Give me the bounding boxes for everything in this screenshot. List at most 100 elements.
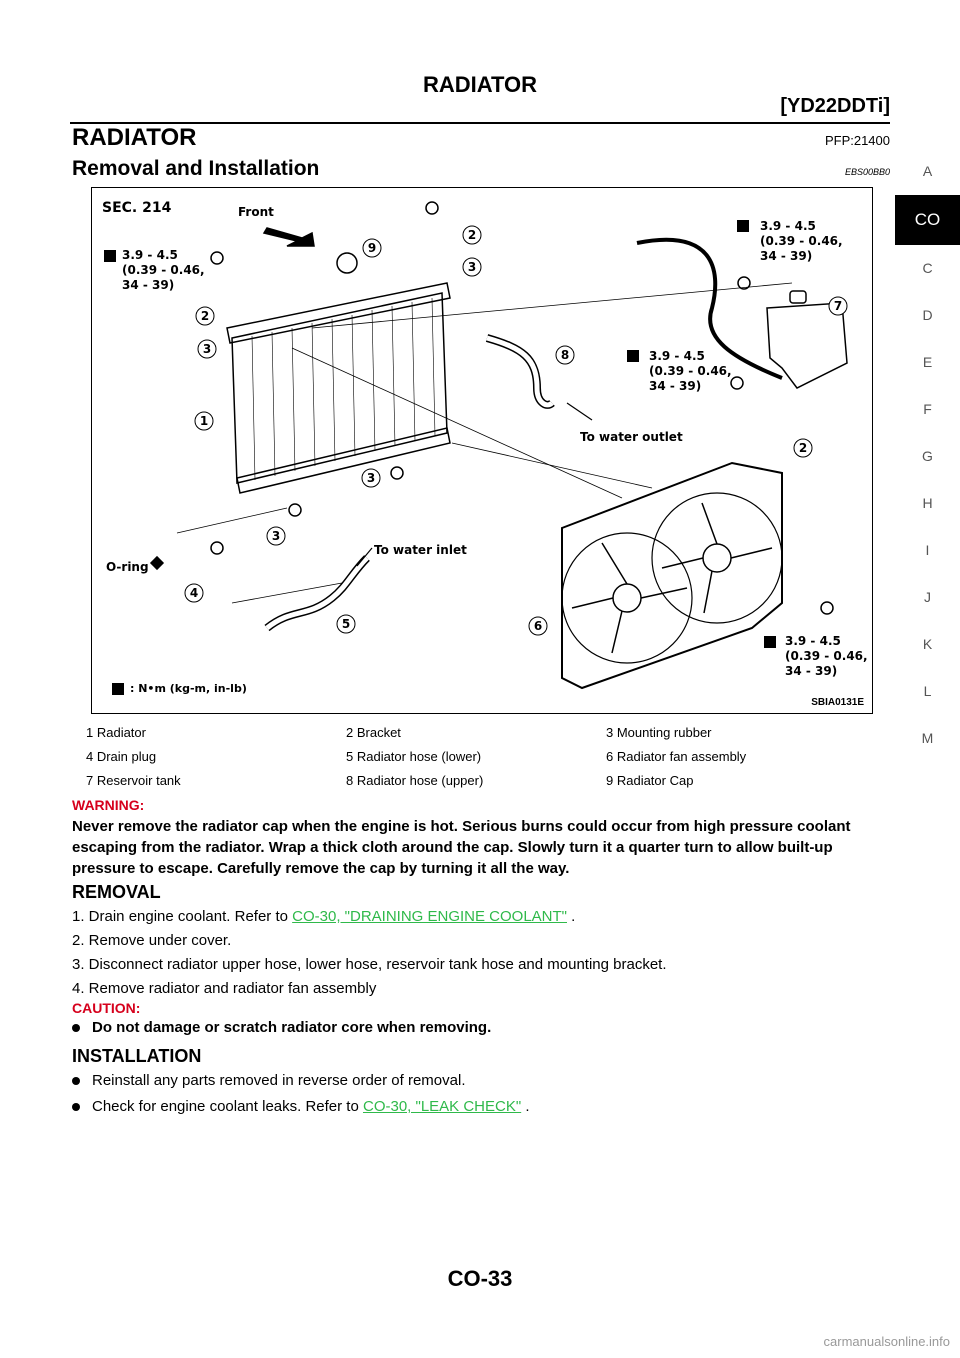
removal-heading: REMOVAL bbox=[72, 882, 161, 902]
side-tab-g[interactable]: G bbox=[922, 448, 933, 464]
callout-3a-label: 3 bbox=[203, 342, 211, 356]
callout-7: 7 bbox=[828, 296, 848, 316]
callout-6-label: 6 bbox=[534, 619, 542, 633]
torque-spec-middle: 3.9 - 4.5(0.39 - 0.46,34 - 39) bbox=[649, 349, 732, 393]
legend-item: 7 Reservoir tank bbox=[86, 773, 181, 788]
installation-item-1: Reinstall any parts removed in reverse o… bbox=[72, 1072, 466, 1089]
side-tab-h[interactable]: H bbox=[922, 495, 933, 511]
front-label: Front bbox=[238, 205, 274, 219]
side-tab-j[interactable]: J bbox=[924, 589, 931, 605]
legend-item: 6 Radiator fan assembly bbox=[606, 749, 747, 764]
callout-2c: 2 bbox=[793, 438, 813, 458]
legend-item: 9 Radiator Cap bbox=[606, 773, 694, 788]
parts-legend: 1 Radiator 2 Bracket 3 Mounting rubber 4… bbox=[86, 721, 866, 793]
side-tab-index: A CO C D E F G H I J K L M bbox=[895, 148, 960, 762]
callout-1-label: 1 bbox=[200, 414, 208, 428]
callout-2b: 2 bbox=[462, 225, 482, 245]
removal-step-1: 1. Drain engine coolant. Refer to CO-30,… bbox=[72, 908, 576, 925]
to-water-inlet-label: To water inlet bbox=[374, 543, 467, 557]
installation-item-2: Check for engine coolant leaks. Refer to… bbox=[72, 1098, 530, 1115]
oring-replace-icon bbox=[149, 555, 165, 571]
page-number: CO-33 bbox=[447, 1266, 513, 1291]
legend-row: 7 Reservoir tank 8 Radiator hose (upper)… bbox=[86, 769, 866, 793]
bullet-icon bbox=[72, 1103, 80, 1112]
legend-item: 8 Radiator hose (upper) bbox=[346, 773, 484, 788]
legend-item: 2 Bracket bbox=[346, 725, 401, 740]
callout-3d: 3 bbox=[266, 526, 286, 546]
side-tab-a[interactable]: A bbox=[922, 163, 933, 179]
callout-5-label: 5 bbox=[342, 617, 350, 631]
callout-9: 9 bbox=[362, 238, 382, 258]
side-tab-k[interactable]: K bbox=[922, 636, 933, 652]
callout-4: 4 bbox=[184, 583, 204, 603]
installation-heading: INSTALLATION bbox=[72, 1046, 202, 1066]
header-rule bbox=[70, 122, 890, 124]
callout-3c: 3 bbox=[361, 468, 381, 488]
radiator-core-outline bbox=[231, 292, 448, 484]
warning-heading: WARNING: bbox=[72, 797, 145, 813]
legend-item: 3 Mounting rubber bbox=[606, 725, 712, 740]
callout-2b-label: 2 bbox=[468, 228, 476, 242]
callout-2c-label: 2 bbox=[799, 441, 807, 455]
callout-8: 8 bbox=[555, 345, 575, 365]
callout-6: 6 bbox=[528, 616, 548, 636]
callout-4-label: 4 bbox=[190, 586, 198, 600]
torque-spec-top-right: 3.9 - 4.5(0.39 - 0.46,34 - 39) bbox=[760, 219, 843, 263]
pfp-code: PFP:21400 bbox=[824, 133, 890, 148]
side-tab-l[interactable]: L bbox=[923, 683, 932, 699]
unit-note: : N•m (kg-m, in-lb) bbox=[130, 682, 247, 695]
legend-row: 4 Drain plug 5 Radiator hose (lower) 6 R… bbox=[86, 745, 866, 769]
leak-check-link[interactable]: CO-30, "LEAK CHECK" bbox=[362, 1098, 522, 1115]
callout-2a-label: 2 bbox=[201, 309, 209, 323]
callout-3c-label: 3 bbox=[367, 471, 375, 485]
radiator-exploded-diagram: 1 2 3 2 3 9 8 7 2 3 3 4 5 6 SEC. 214 Fro… bbox=[91, 187, 873, 714]
removal-step-4: 4. Remove radiator and radiator fan asse… bbox=[72, 980, 377, 997]
callout-8-label: 8 bbox=[561, 348, 569, 362]
engine-code: [YD22DDTi] bbox=[780, 95, 890, 117]
oring-label: O-ring bbox=[106, 560, 149, 574]
legend-item: 1 Radiator bbox=[86, 725, 146, 740]
torque-wrench-icon bbox=[104, 250, 116, 262]
removal-step-2: 2. Remove under cover. bbox=[72, 932, 232, 949]
callout-3a: 3 bbox=[197, 339, 217, 359]
side-tab-c[interactable]: C bbox=[922, 260, 933, 276]
warning-text: Never remove the radiator cap when the e… bbox=[72, 818, 851, 877]
side-tab-m[interactable]: M bbox=[921, 730, 934, 746]
callout-3b: 3 bbox=[462, 257, 482, 277]
figure-code: SBIA0131E bbox=[811, 697, 864, 708]
caution-heading: CAUTION: bbox=[72, 1000, 141, 1016]
removal-step-3: 3. Disconnect radiator upper hose, lower… bbox=[72, 956, 667, 973]
torque-wrench-icon bbox=[737, 220, 749, 232]
torque-wrench-icon bbox=[764, 636, 776, 648]
draining-coolant-link[interactable]: CO-30, "DRAINING ENGINE COOLANT" bbox=[292, 908, 567, 925]
bullet-icon bbox=[72, 1077, 80, 1086]
to-water-outlet-label: To water outlet bbox=[580, 430, 683, 444]
callout-5: 5 bbox=[336, 614, 356, 634]
sec-number: SEC. 214 bbox=[102, 200, 172, 216]
callout-7-label: 7 bbox=[834, 299, 842, 313]
torque-wrench-icon bbox=[112, 683, 124, 695]
header-title: RADIATOR bbox=[422, 72, 538, 97]
side-tab-f[interactable]: F bbox=[923, 401, 932, 417]
bullet-icon bbox=[72, 1024, 80, 1033]
side-tab-co[interactable]: CO bbox=[895, 195, 960, 245]
section-title: RADIATOR bbox=[72, 124, 197, 151]
side-tab-i[interactable]: I bbox=[925, 542, 930, 558]
caution-item: Do not damage or scratch radiator core w… bbox=[72, 1019, 491, 1036]
side-tab-d[interactable]: D bbox=[922, 307, 933, 323]
subsection-title: Removal and Installation bbox=[72, 157, 320, 180]
legend-item: 5 Radiator hose (lower) bbox=[346, 749, 482, 764]
legend-item: 4 Drain plug bbox=[86, 749, 157, 764]
torque-spec-left: 3.9 - 4.5(0.39 - 0.46,34 - 39) bbox=[122, 248, 205, 292]
legend-row: 1 Radiator 2 Bracket 3 Mounting rubber bbox=[86, 721, 866, 745]
callout-1: 1 bbox=[194, 411, 214, 431]
diagram-drawing: 1 2 3 2 3 9 8 7 2 3 3 4 5 6 bbox=[104, 201, 848, 695]
side-tab-e[interactable]: E bbox=[922, 354, 933, 370]
callout-2a: 2 bbox=[195, 306, 215, 326]
ebs-code: EBS00BB0 bbox=[844, 167, 890, 177]
callout-9-label: 9 bbox=[368, 241, 376, 255]
torque-wrench-icon bbox=[627, 350, 639, 362]
torque-spec-bottom-right: 3.9 - 4.5(0.39 - 0.46,34 - 39) bbox=[785, 634, 868, 678]
callout-3d-label: 3 bbox=[272, 529, 280, 543]
callout-3b-label: 3 bbox=[468, 260, 476, 274]
